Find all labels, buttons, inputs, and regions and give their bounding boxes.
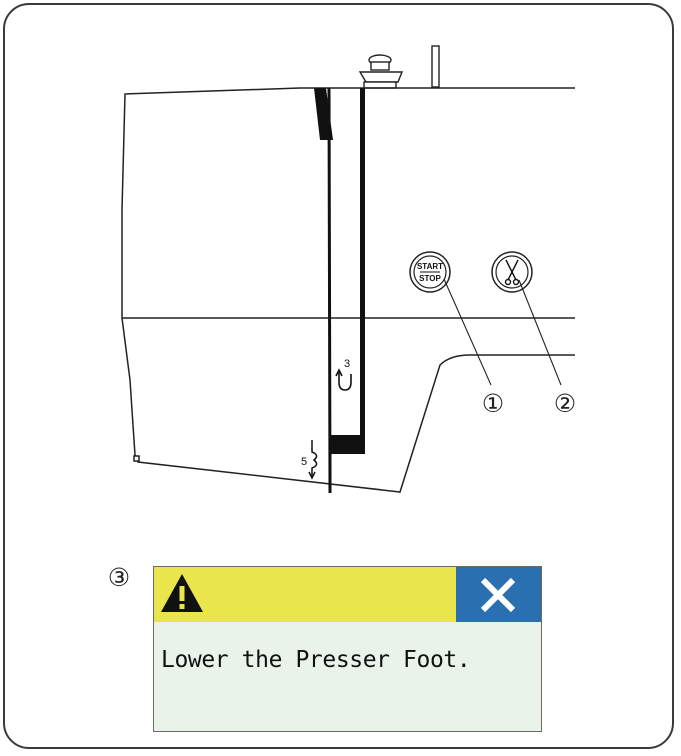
start-stop-button[interactable]: START STOP xyxy=(409,251,451,293)
dialog-message: Lower the Presser Foot. xyxy=(161,647,471,673)
dialog-header xyxy=(154,567,456,622)
stop-label: STOP xyxy=(419,274,441,283)
bobbin-winder xyxy=(358,54,404,89)
thread-channel xyxy=(314,87,365,494)
close-icon xyxy=(480,577,516,613)
start-label: START xyxy=(417,262,443,271)
callout-1: ① xyxy=(481,389,505,418)
thread-cutter-button[interactable] xyxy=(491,251,533,293)
machine-body xyxy=(121,87,575,493)
figure-frame xyxy=(3,3,674,749)
callout-3: ③ xyxy=(107,563,131,592)
thread-guide-3-label: 3 xyxy=(344,358,350,370)
message-dialog: Lower the Presser Foot. xyxy=(153,566,542,732)
sewing-machine-illustration: 3 5 START STOP xyxy=(121,45,575,494)
thread-guide-3 xyxy=(335,368,352,391)
callout-leaders xyxy=(443,278,562,386)
spool-pin xyxy=(431,45,440,88)
warning-icon xyxy=(161,574,203,612)
callout-2: ② xyxy=(553,389,577,418)
close-button[interactable] xyxy=(456,567,541,622)
scissors-icon xyxy=(504,259,520,286)
thread-guide-5 xyxy=(308,440,318,480)
thread-guide-5-label: 5 xyxy=(301,456,307,468)
